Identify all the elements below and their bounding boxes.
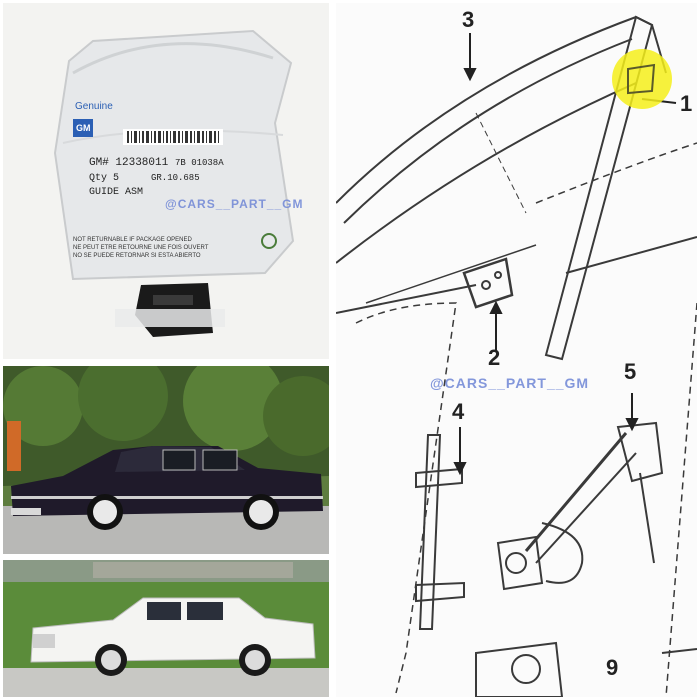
gm-logo: GM [76,123,91,133]
callout-3: 3 [462,7,475,32]
parts-bag-illustration [3,3,329,359]
parts-bag-photo: Genuine GM GM# 12338011 7B 01038A Qty 5 … [3,3,329,359]
callout-1: 1 [680,91,693,116]
guide-part [115,283,225,337]
dark-sedan [11,446,323,530]
callout-9: 9 [606,655,619,680]
dark-sedan-photo [3,366,329,554]
door-diagram-illustration [336,3,697,697]
part-1-highlight [612,49,672,109]
white-sedan-photo [3,560,329,697]
callout-2: 2 [488,345,501,370]
white-sedan [30,597,316,676]
door-parts-diagram: 3 1 2 4 5 9 @CARS__PART__GM [336,3,697,697]
white-sedan-illustration [3,560,329,697]
watermark-text: @CARS__PART__GM [165,197,304,211]
part-description-text: GUIDE ASM [89,187,144,198]
return-notice-line-1: NOT RETURNABLE IF PACKAGE OPENED [73,237,192,243]
dark-sedan-illustration [3,366,329,554]
callout-5: 5 [624,359,637,384]
part-number-text: GM# 12338011 [89,157,169,169]
return-notice-line-2: NE PEUT ETRE RETOURNE UNE FOIS OUVERT [73,245,209,251]
diagram-watermark-text: @CARS__PART__GM [430,375,590,391]
quantity-text: Qty 5 [89,173,120,184]
reference-text: GR.10.685 [151,173,200,183]
part-code-text: 7B 01038A [175,158,224,168]
return-notice-line-3: NO SE PUEDE RETORNAR SI ESTA ABIERTO [73,253,201,259]
callout-4: 4 [452,399,465,424]
bag-brand-text: Genuine [75,101,113,112]
